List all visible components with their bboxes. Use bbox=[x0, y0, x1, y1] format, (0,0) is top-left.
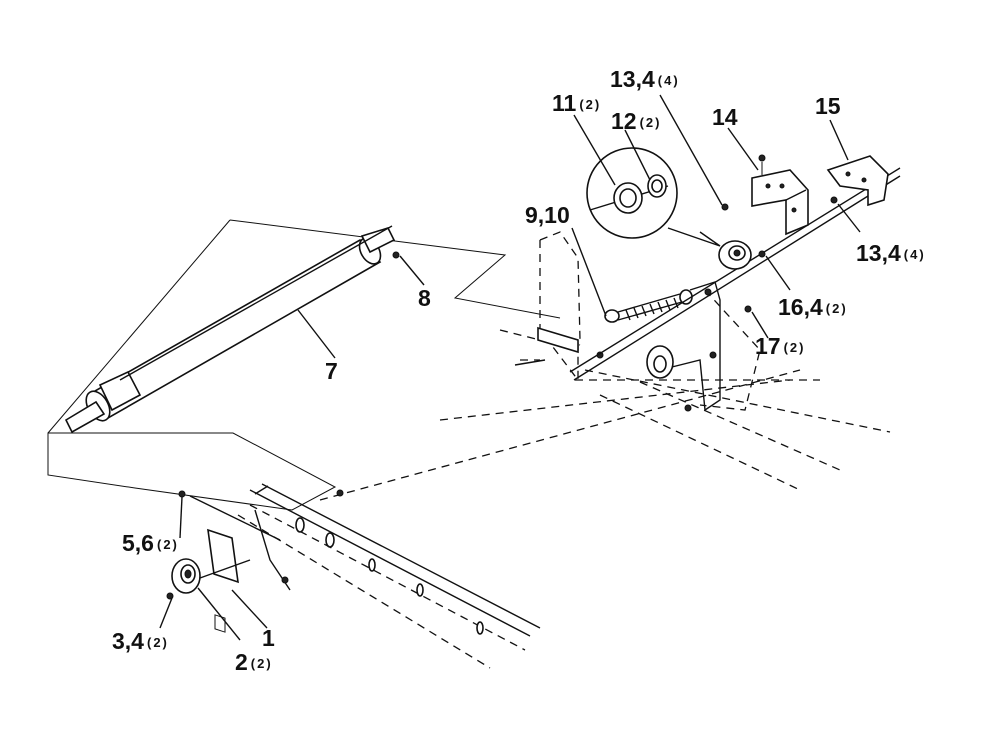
callout-1: 1 bbox=[262, 625, 275, 651]
left-bearing-assembly bbox=[166, 490, 289, 633]
lower-rail bbox=[237, 483, 541, 669]
callout-17: 17(2) bbox=[755, 333, 806, 359]
callout-11: 11(2) bbox=[552, 90, 602, 116]
callout-14: 14 bbox=[712, 104, 738, 130]
callout-9-10: 9,10 bbox=[525, 202, 570, 228]
frame-dashed-lines bbox=[319, 329, 891, 501]
roller-outline-panel bbox=[47, 219, 561, 511]
callout-8: 8 bbox=[418, 285, 431, 311]
roller-7 bbox=[64, 225, 396, 434]
spring-rod bbox=[604, 289, 693, 323]
callout-12: 12(2) bbox=[611, 108, 662, 134]
tensioner-arm bbox=[646, 281, 761, 412]
callout-13-4-top: 13,4(4) bbox=[610, 66, 680, 92]
callout-15: 15 bbox=[815, 93, 841, 119]
callout-13-4-right: 13,4(4) bbox=[856, 240, 926, 266]
detail-bubble bbox=[586, 147, 721, 247]
callout-16-4: 16,4(2) bbox=[778, 294, 848, 320]
callout-3-4: 3,4(2) bbox=[112, 628, 169, 654]
leader-lines bbox=[159, 94, 861, 641]
right-flange-bearing bbox=[718, 240, 752, 270]
callout-5-6: 5,6(2) bbox=[122, 530, 179, 556]
right-upright-plate bbox=[514, 231, 604, 382]
callout-2: 2(2) bbox=[235, 649, 273, 675]
callout-7: 7 bbox=[325, 358, 338, 384]
bracket-14 bbox=[751, 154, 809, 236]
bracket-15 bbox=[826, 155, 889, 207]
right-shaft bbox=[569, 167, 901, 373]
